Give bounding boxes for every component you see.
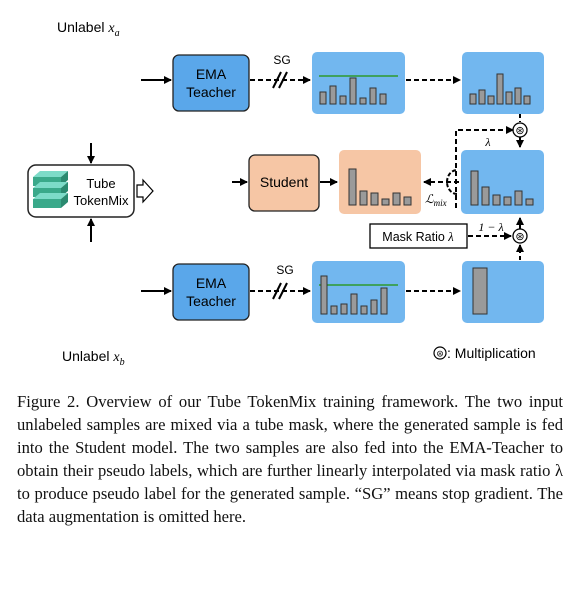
stop-grad-slash-1 <box>272 71 282 89</box>
mask-ratio-box <box>369 223 468 249</box>
bar <box>523 95 531 105</box>
bar <box>330 305 338 315</box>
teacher-pred-top-panel <box>312 52 405 114</box>
bar <box>379 93 387 105</box>
hollow-arrow-icon <box>136 178 154 204</box>
bar <box>348 168 357 206</box>
bar <box>329 85 337 105</box>
ema-teacher-bottom <box>172 263 250 321</box>
bar <box>319 91 327 105</box>
mask-ratio-label: Mask Ratio λ <box>382 230 454 244</box>
sg-label-bottom: SG <box>276 263 293 277</box>
one-minus-lambda-label: 1 − λ <box>478 220 503 234</box>
bar <box>370 192 379 206</box>
bar <box>369 87 377 105</box>
bar <box>478 89 486 105</box>
multiply-symbol-bottom: ⊛ <box>515 231 524 243</box>
bar <box>403 196 412 206</box>
bar <box>469 93 477 105</box>
bars-student <box>348 168 412 206</box>
framework-diagram: Unlabel xa Unlabel xb EMA Teacher SG ⊛ λ <box>27 19 544 368</box>
bar <box>514 190 523 206</box>
ema-teacher-top <box>172 54 250 112</box>
bars-top-target <box>469 73 531 105</box>
ema-teacher-top-line2: Teacher <box>186 84 236 100</box>
input-label-b: Unlabel xb <box>62 348 125 368</box>
bar <box>525 198 534 206</box>
bar <box>492 194 501 206</box>
bar <box>472 267 488 315</box>
ema-teacher-top-line1: EMA <box>196 66 227 82</box>
lambda-label: λ <box>484 135 490 149</box>
bar <box>370 299 378 315</box>
legend-multiply-icon <box>433 346 447 360</box>
multiply-symbol-top: ⊛ <box>515 125 524 137</box>
student-box <box>248 154 320 212</box>
ema-teacher-bottom-line2: Teacher <box>186 293 236 309</box>
bar <box>481 186 490 206</box>
input-label-a: Unlabel xa <box>57 19 120 39</box>
bar <box>340 303 348 315</box>
stop-grad-slash-3 <box>272 282 282 300</box>
bar <box>350 293 358 315</box>
bar <box>380 287 388 315</box>
bar <box>320 275 328 315</box>
ema-teacher-bottom-line1: EMA <box>196 275 227 291</box>
sg-label-top: SG <box>273 53 290 67</box>
bar <box>503 196 512 206</box>
loss-bracket <box>446 169 458 195</box>
bar <box>470 170 479 206</box>
bar <box>339 95 347 105</box>
bar <box>514 87 522 105</box>
bar <box>381 198 390 206</box>
bars-teacher-top <box>319 77 387 105</box>
bar <box>349 77 357 105</box>
bar <box>496 73 504 105</box>
bar <box>360 305 368 315</box>
figure-caption: Figure 2. Overview of our Tube TokenMix … <box>17 392 563 526</box>
legend-multiply-symbol: ⊛ <box>436 349 444 359</box>
bars-mixed-target <box>470 170 534 206</box>
bar <box>487 95 495 105</box>
bar <box>359 97 367 105</box>
bar <box>505 91 513 105</box>
tokenmix-line2: TokenMix <box>74 193 129 208</box>
legend-text: : Multiplication <box>447 345 536 361</box>
tokenmix-line1: Tube <box>86 176 115 191</box>
stop-grad-slash-2 <box>278 71 288 89</box>
tube-cubes-icon <box>33 171 68 208</box>
stop-grad-slash-4 <box>278 282 288 300</box>
bars-teacher-bottom <box>320 275 388 315</box>
loss-label: ℒmix <box>425 192 447 208</box>
student-label: Student <box>260 174 308 190</box>
bars-bottom-target <box>472 267 488 315</box>
bar <box>392 192 401 206</box>
bar <box>359 190 368 206</box>
